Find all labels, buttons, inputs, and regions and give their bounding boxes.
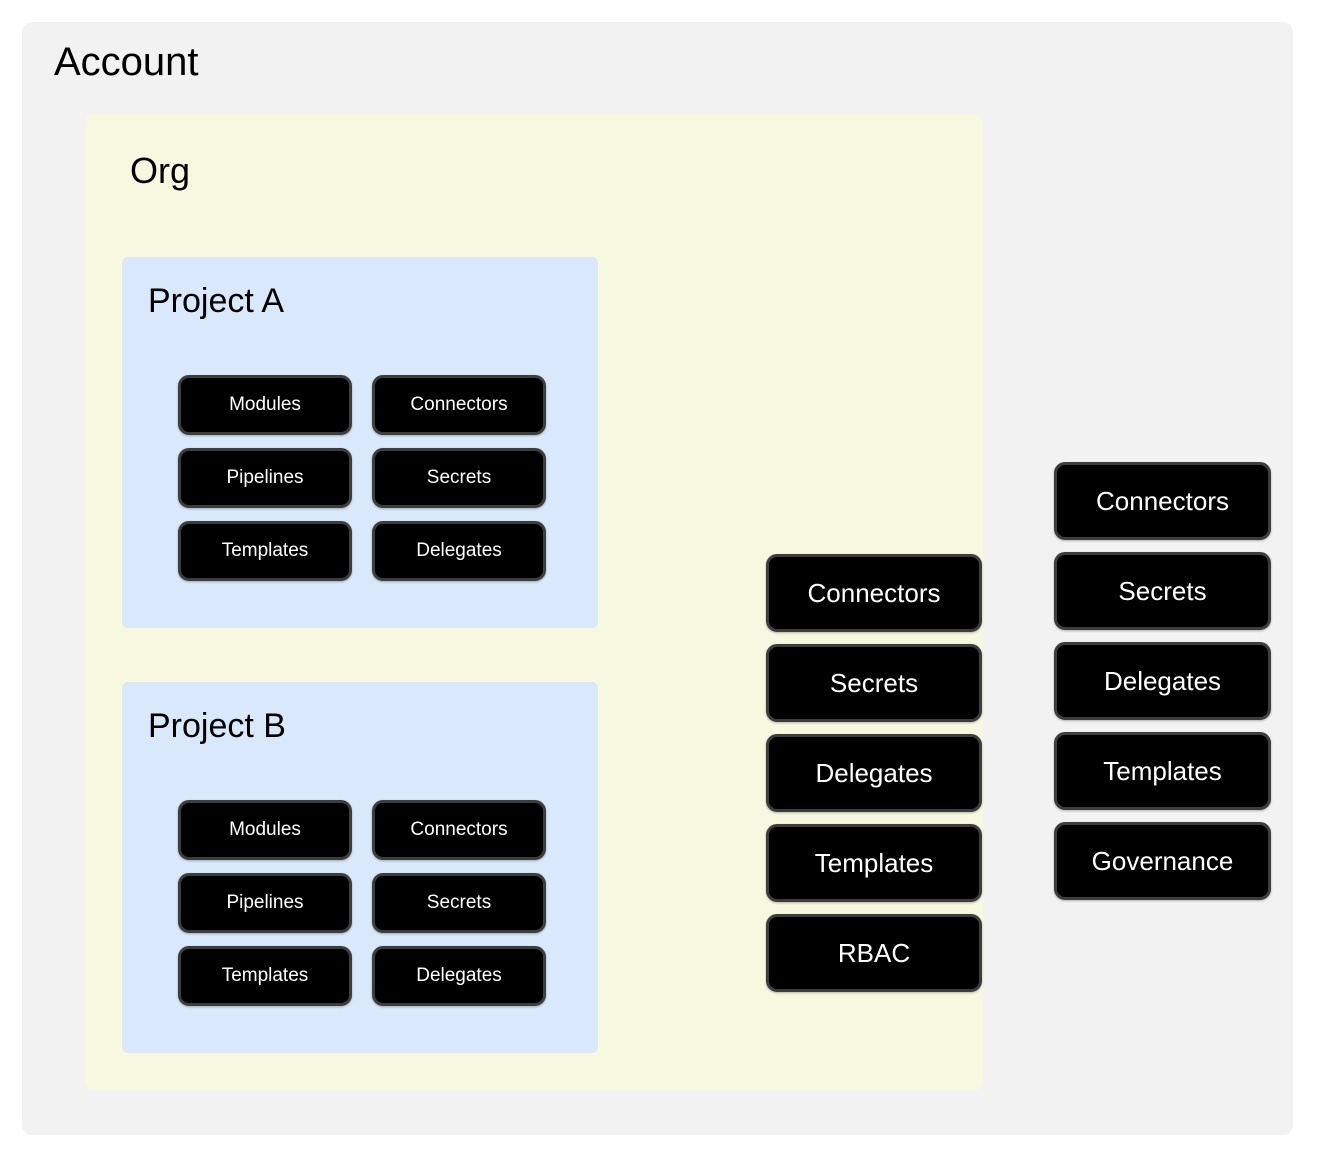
node-project-a-secrets[interactable]: Secrets: [372, 448, 546, 508]
node-project-a-templates[interactable]: Templates: [178, 521, 352, 581]
account-scope-container: Account Org Project A Modules Connectors…: [22, 22, 1293, 1135]
project-a-node-grid: Modules Connectors Pipelines Secrets Tem…: [178, 375, 548, 581]
node-org-rbac[interactable]: RBAC: [766, 914, 982, 992]
node-project-b-pipelines[interactable]: Pipelines: [178, 873, 352, 933]
project-b-title: Project B: [148, 707, 286, 745]
node-project-b-modules[interactable]: Modules: [178, 800, 352, 860]
node-project-b-delegates[interactable]: Delegates: [372, 946, 546, 1006]
node-project-a-delegates[interactable]: Delegates: [372, 521, 546, 581]
node-project-a-connectors[interactable]: Connectors: [372, 375, 546, 435]
node-org-delegates[interactable]: Delegates: [766, 734, 982, 812]
node-project-b-secrets[interactable]: Secrets: [372, 873, 546, 933]
node-account-templates[interactable]: Templates: [1054, 732, 1271, 810]
account-level-node-column: Connectors Secrets Delegates Templates G…: [1054, 462, 1271, 900]
account-scope-title: Account: [54, 40, 199, 84]
project-b-node-grid: Modules Connectors Pipelines Secrets Tem…: [178, 800, 548, 1006]
node-org-templates[interactable]: Templates: [766, 824, 982, 902]
project-a-title: Project A: [148, 282, 285, 320]
node-project-a-pipelines[interactable]: Pipelines: [178, 448, 352, 508]
node-project-a-modules[interactable]: Modules: [178, 375, 352, 435]
node-account-connectors[interactable]: Connectors: [1054, 462, 1271, 540]
project-a-scope-container: Project A Modules Connectors Pipelines S…: [122, 257, 598, 628]
node-account-secrets[interactable]: Secrets: [1054, 552, 1271, 630]
node-project-b-connectors[interactable]: Connectors: [372, 800, 546, 860]
node-account-delegates[interactable]: Delegates: [1054, 642, 1271, 720]
org-scope-container: Org Project A Modules Connectors Pipelin…: [85, 114, 983, 1090]
org-scope-title: Org: [130, 150, 191, 191]
project-b-scope-container: Project B Modules Connectors Pipelines S…: [122, 682, 598, 1053]
node-project-b-templates[interactable]: Templates: [178, 946, 352, 1006]
org-level-node-column: Connectors Secrets Delegates Templates R…: [766, 554, 982, 992]
node-org-connectors[interactable]: Connectors: [766, 554, 982, 632]
node-account-governance[interactable]: Governance: [1054, 822, 1271, 900]
node-org-secrets[interactable]: Secrets: [766, 644, 982, 722]
